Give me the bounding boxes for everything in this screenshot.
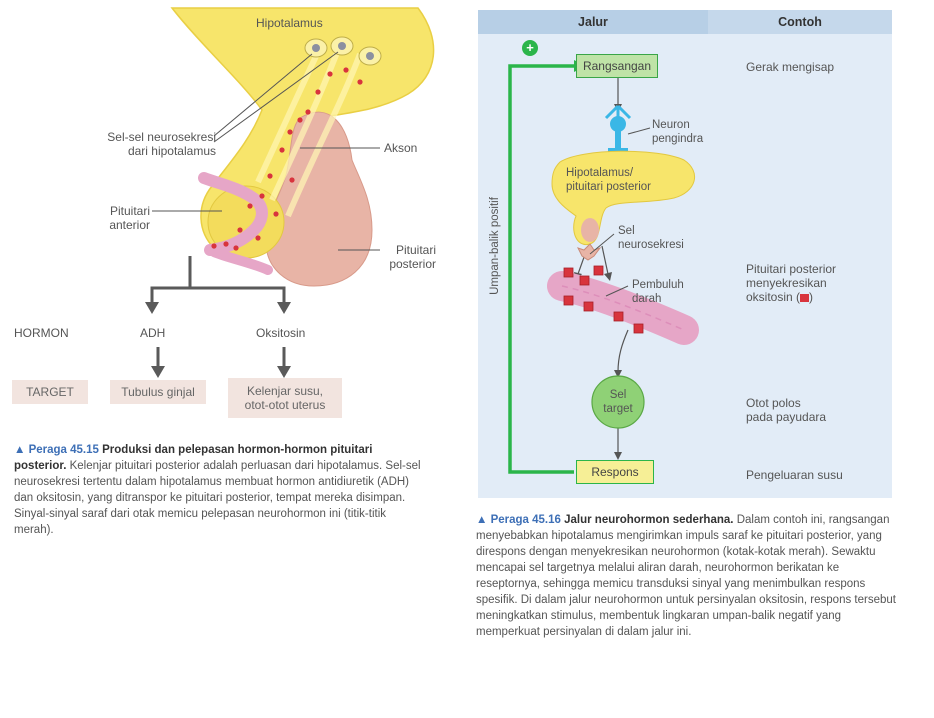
- blood-vessel-label: Pembuluh darah: [632, 279, 684, 305]
- pathway-panel: [478, 10, 892, 498]
- caption-text: Kelenjar pituitari posterior adalah perl…: [14, 460, 421, 536]
- target-cell-label: Sel target: [603, 389, 633, 415]
- header-jalur: [478, 10, 708, 34]
- target-row-label: TARGET: [12, 380, 88, 404]
- hypothalamus-pituitary-label: Hipotalamus/ pituitari posterior: [566, 167, 652, 193]
- hormone-oxytocin: Oksitosin: [256, 326, 306, 340]
- hypothalamus-label: Hipotalamus: [256, 16, 323, 30]
- feedback-label: Umpan-balik positif: [489, 197, 501, 295]
- plus-sign: +: [526, 40, 534, 55]
- figure-45-15-caption: ▲ Peraga 45.15 Produksi dan pelepasan ho…: [14, 442, 426, 538]
- pituitary-diagram: [145, 7, 435, 378]
- target-oxytocin-box: Kelenjar susu, otot-otot uterus: [228, 378, 342, 418]
- caption-title: Produksi dan pelepasan hormon-hormon pit…: [14, 444, 373, 472]
- example-stimulus: Gerak mengisap: [746, 60, 835, 74]
- neurosecretory-cell-label: Sel neurosekresi: [618, 225, 684, 251]
- figure-45-16-caption: ▲ Peraga 45.16 Jalur neurohormon sederha…: [476, 512, 896, 640]
- hormone-adh: ADH: [140, 326, 166, 340]
- anterior-pituitary-label: Pituitari anterior: [109, 204, 150, 232]
- neurosecretory-label: Sel-sel neurosekresi dari hipotalamus: [107, 130, 216, 158]
- neurohormone-pathway-diagram: [508, 40, 699, 474]
- posterior-pituitary-label: Pituitari posterior: [389, 243, 436, 271]
- feedback-loop-line: [508, 64, 574, 474]
- caption-figure-number: ▲ Peraga 45.15: [14, 444, 99, 456]
- hormone-row-label: HORMON: [14, 326, 69, 340]
- example-secretion: Pituitari posterior menyekresikan oksito…: [746, 262, 837, 304]
- caption-figure-number: ▲ Peraga 45.16: [476, 514, 561, 526]
- caption-text: Dalam contoh ini, rangsangan menyebabkan…: [476, 514, 896, 638]
- header-contoh-text: Contoh: [778, 15, 822, 29]
- portal-vessel: [198, 172, 268, 256]
- target-cell-shape: [591, 375, 645, 429]
- sensory-neuron: [604, 104, 632, 152]
- header-contoh: [708, 10, 892, 34]
- hormone-dots: [211, 67, 363, 251]
- response-box: Respons: [576, 460, 654, 484]
- caption-title: Jalur neurohormon sederhana.: [564, 514, 734, 526]
- example-response: Pengeluaran susu: [746, 468, 843, 482]
- target-adh-box: Tubulus ginjal: [110, 380, 206, 404]
- axon-label: Akson: [384, 141, 418, 155]
- plus-sign-circle: [522, 40, 538, 56]
- example-target: Otot polos pada payudara: [746, 396, 827, 424]
- stimulus-box: Rangsangan: [576, 54, 658, 78]
- neurohormone-squares: [563, 265, 644, 334]
- sensory-neuron-label: Neuron pengindra: [652, 119, 704, 145]
- header-jalur-text: Jalur: [578, 15, 608, 29]
- red-square-icon: [800, 294, 810, 302]
